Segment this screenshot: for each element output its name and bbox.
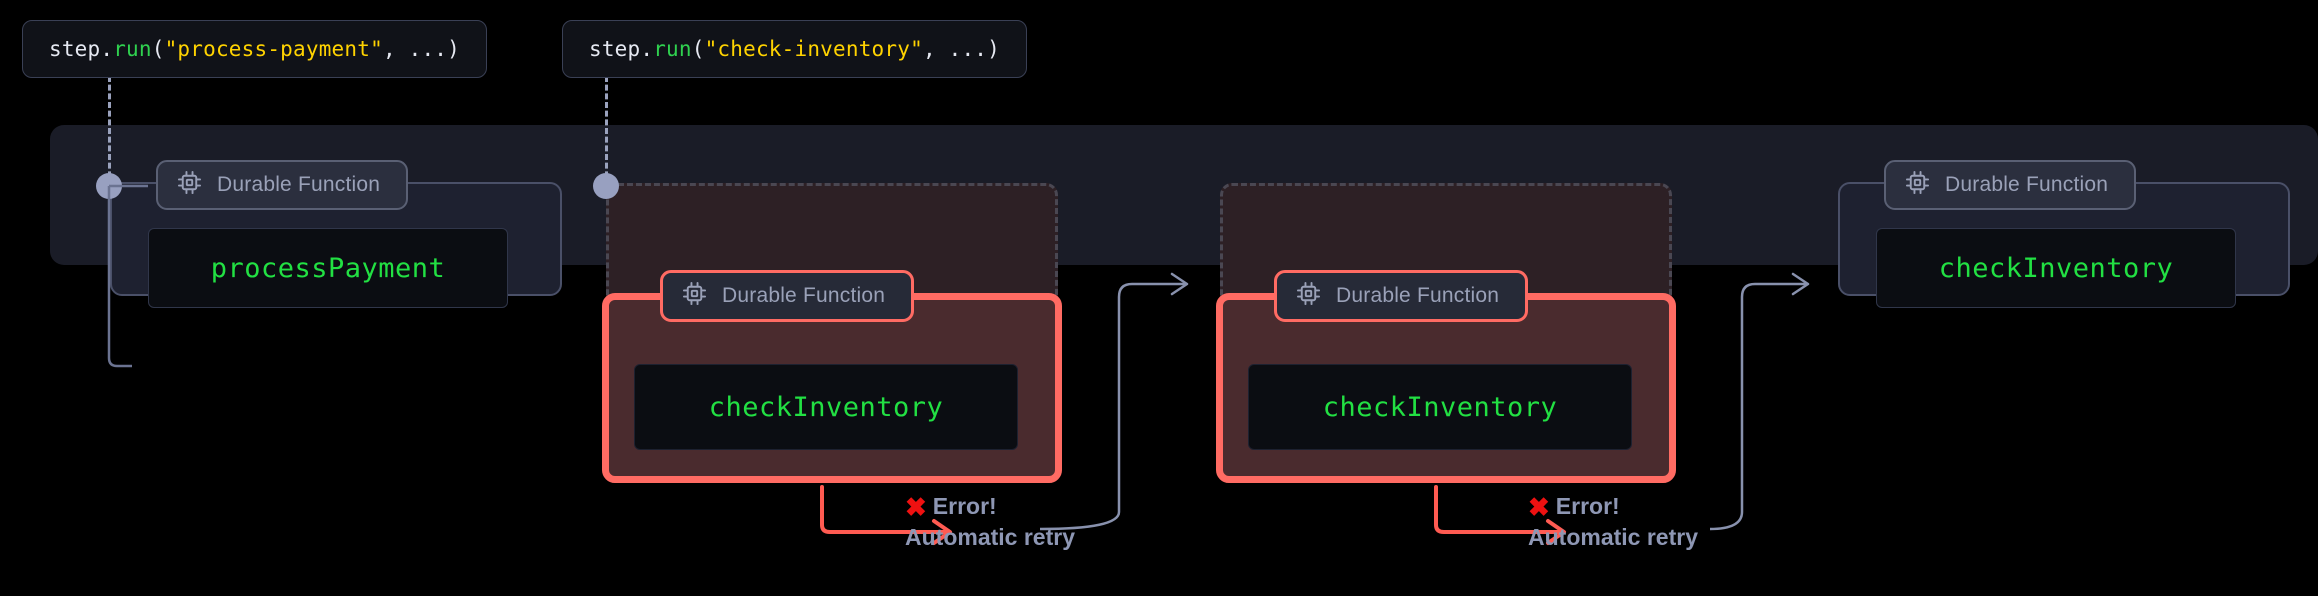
- error-note-1: ✖ Error! Automatic retry: [905, 493, 1075, 551]
- callout-2-close-paren: ): [987, 37, 1000, 61]
- step-2-function-name: checkInventory: [634, 364, 1018, 450]
- step-1-durable-function-chip[interactable]: Durable Function: [156, 160, 409, 210]
- step-check-inventory-success[interactable]: Durable Function checkInventory: [1838, 160, 2290, 308]
- cpu-chip-icon: [681, 280, 708, 312]
- callout-1-close-paren: ): [447, 37, 460, 61]
- callout-2-method: run: [653, 37, 692, 61]
- callout-1-comma: ,: [382, 37, 396, 61]
- error-note-2: ✖ Error! Automatic retry: [1528, 493, 1698, 551]
- callout-2-rest: ...: [948, 37, 988, 61]
- callout-process-payment[interactable]: step.run("process-payment", ...): [22, 20, 487, 78]
- error-note-2-label: Error!: [1555, 493, 1620, 519]
- callout-check-inventory[interactable]: step.run("check-inventory", ...): [562, 20, 1027, 78]
- step-2-durable-function-chip[interactable]: Durable Function: [660, 270, 915, 322]
- step-4-durable-function-chip[interactable]: Durable Function: [1884, 160, 2137, 210]
- cross-mark-icon: ✖: [905, 491, 927, 522]
- step-4-chip-label: Durable Function: [1945, 173, 2109, 196]
- callout-1-object: step: [49, 37, 101, 61]
- callout-2-comma: ,: [922, 37, 936, 61]
- return-arrow-1-head: [1170, 272, 1189, 296]
- step-2-chip-label: Durable Function: [722, 284, 886, 307]
- step-1-function-name: processPayment: [148, 228, 508, 308]
- return-arrow-2-path: [1709, 282, 1806, 531]
- step-process-payment[interactable]: Durable Function processPayment: [110, 160, 562, 308]
- step-4-function-name: checkInventory: [1876, 228, 2236, 308]
- timeline-dot-step-2: [593, 173, 619, 199]
- callout-2-open-paren: (: [691, 37, 705, 61]
- cpu-chip-icon: [1904, 169, 1931, 201]
- return-arrow-2-head: [1791, 272, 1810, 296]
- step-3-durable-function-chip[interactable]: Durable Function: [1274, 270, 1529, 322]
- error-note-2-retry-label: Automatic retry: [1528, 524, 1698, 550]
- callout-1-drop-line: [108, 76, 111, 186]
- cross-mark-icon: ✖: [1528, 491, 1550, 522]
- cpu-chip-icon: [176, 169, 203, 201]
- cpu-chip-icon: [1295, 280, 1322, 312]
- callout-2-object: step: [589, 37, 641, 61]
- error-note-1-retry-label: Automatic retry: [905, 524, 1075, 550]
- callout-1-rest: ...: [408, 37, 448, 61]
- error-note-1-label: Error!: [932, 493, 997, 519]
- callout-2-argument: "check-inventory": [704, 37, 923, 61]
- step-1-chip-label: Durable Function: [217, 173, 381, 196]
- step-3-function-name: checkInventory: [1248, 364, 1632, 450]
- timeline-dot-step-1: [96, 173, 122, 199]
- callout-2-dot: .: [640, 37, 654, 61]
- callout-1-dot: .: [100, 37, 114, 61]
- step-3-chip-label: Durable Function: [1336, 284, 1500, 307]
- callout-1-method: run: [113, 37, 152, 61]
- callout-1-argument: "process-payment": [164, 37, 383, 61]
- callout-1-open-paren: (: [151, 37, 165, 61]
- callout-2-drop-line: [605, 76, 608, 186]
